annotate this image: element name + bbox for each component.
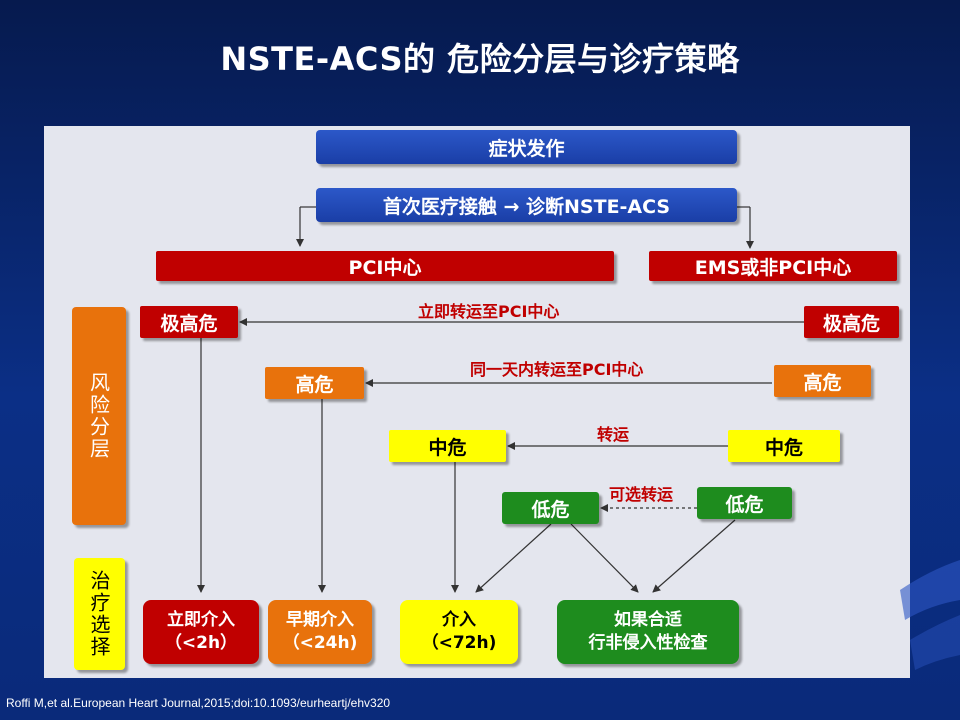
risk-stratification-label: 风险分层 <box>72 307 126 525</box>
treatment-noninvasive-line2: 行非侵入性检查 <box>588 633 708 653</box>
treatment-early-invasive: 早期介入 （<24h) <box>268 600 372 664</box>
label-transfer: 转运 <box>597 425 630 444</box>
label-immediate-transfer: 立即转运至PCI中心 <box>418 302 560 321</box>
treatment-noninvasive-line1: 如果合适 <box>614 610 682 631</box>
slide-title: NSTE-ACS的 危险分层与诊疗策略 <box>220 40 740 78</box>
pci-low-risk-box: 低危 <box>502 492 599 524</box>
treatment-noninvasive-test: 如果合适 行非侵入性检查 <box>557 600 739 664</box>
ems-very-high-risk-box: 极高危 <box>804 306 899 338</box>
pci-intermediate-risk-box: 中危 <box>389 430 506 462</box>
treatment-selection-label: 治疗选择 <box>74 558 125 670</box>
treatment-invasive-line1: 介入 <box>442 610 476 631</box>
ems-intermediate-risk-box: 中危 <box>728 430 840 462</box>
arrow-ems-low-to-invasive <box>652 519 736 593</box>
treatment-immediate-invasive: 立即介入 （<2h） <box>143 600 259 664</box>
symptom-onset-box: 症状发作 <box>316 130 737 164</box>
treatment-immediate-line2: （<2h） <box>164 633 238 653</box>
treatment-early-line1: 早期介入 <box>286 610 354 631</box>
treatment-immediate-line1: 立即介入 <box>167 610 235 631</box>
risk-stratification-text: 风险分层 <box>86 372 111 460</box>
pci-very-high-risk-box: 极高危 <box>140 306 238 338</box>
ems-low-risk-box: 低危 <box>697 487 792 519</box>
pci-center-box: PCI中心 <box>156 251 614 281</box>
treatment-invasive: 介入 （<72h) <box>400 600 518 664</box>
arrow-low-to-noninvasive <box>570 523 639 593</box>
treatment-invasive-line2: （<72h) <box>421 633 497 653</box>
first-contact-box: 首次医疗接触 → 诊断NSTE-ACS <box>316 188 737 222</box>
treatment-early-line2: （<24h) <box>282 633 358 653</box>
citation: Roffi M,et al.European Heart Journal,201… <box>6 696 391 710</box>
pci-high-risk-box: 高危 <box>265 367 364 399</box>
label-same-day-transfer: 同一天内转运至PCI中心 <box>470 360 644 379</box>
label-optional-transfer: 可选转运 <box>609 485 674 504</box>
ems-center-box: EMS或非PCI中心 <box>649 251 897 281</box>
treatment-selection-text: 治疗选择 <box>87 570 111 658</box>
arrow-low-to-invasive <box>475 523 552 593</box>
decorative-wave <box>900 560 960 670</box>
ems-high-risk-box: 高危 <box>774 365 871 397</box>
